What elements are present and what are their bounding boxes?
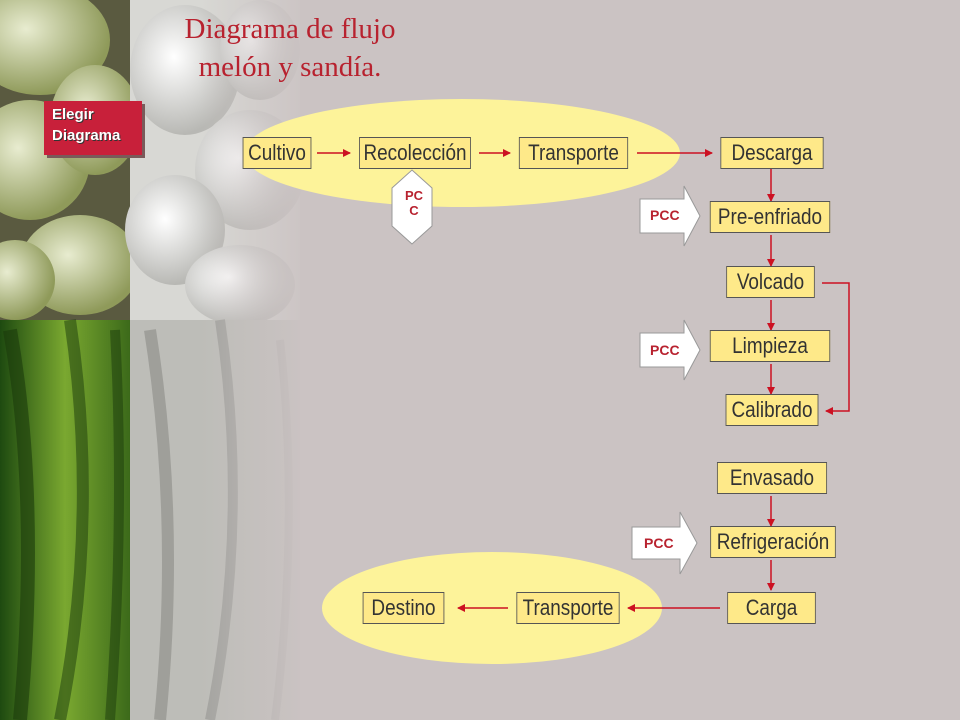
node-volcado: Volcado [726,266,815,298]
node-transporte-1: Transporte [518,137,629,169]
node-descarga: Descarga [720,137,824,169]
node-preenfriado: Pre-enfriado [709,201,831,233]
node-recoleccion: Recolección [359,137,471,169]
pcc-refrigeracion-label: PCC [644,535,674,551]
pcc-preenfriado-label: PCC [650,207,680,223]
node-transporte-2: Transporte [516,592,620,624]
page-title: Diagrama de flujo melón y sandía. [150,10,430,86]
node-limpieza: Limpieza [709,330,831,362]
pcc-recoleccion-label: PC C [402,188,426,218]
title-line-1: Diagrama de flujo [184,13,396,45]
node-calibrado: Calibrado [725,394,819,426]
pcc-recoleccion-line-2: C [409,203,419,218]
connector-volcado-calibrado-bypass [822,282,850,415]
title-line-2: melón y sandía. [198,51,382,83]
node-destino: Destino [362,592,445,624]
elegir-line-1: Elegir [52,106,94,123]
pcc-recoleccion-line-1: PC [404,188,424,203]
node-envasado: Envasado [716,462,828,494]
node-carga: Carga [727,592,816,624]
node-cultivo: Cultivo [242,137,312,169]
pcc-recoleccion-arrow [391,169,433,245]
elegir-diagrama-button[interactable]: Elegir Diagrama [44,101,142,155]
elegir-line-2: Diagrama [52,127,121,144]
node-refrigeracion: Refrigeración [710,526,836,558]
pcc-refrigeracion-arrow [631,511,698,575]
pcc-preenfriado-arrow [639,185,701,247]
pcc-limpieza-arrow [639,319,701,381]
pcc-limpieza-label: PCC [650,342,680,358]
